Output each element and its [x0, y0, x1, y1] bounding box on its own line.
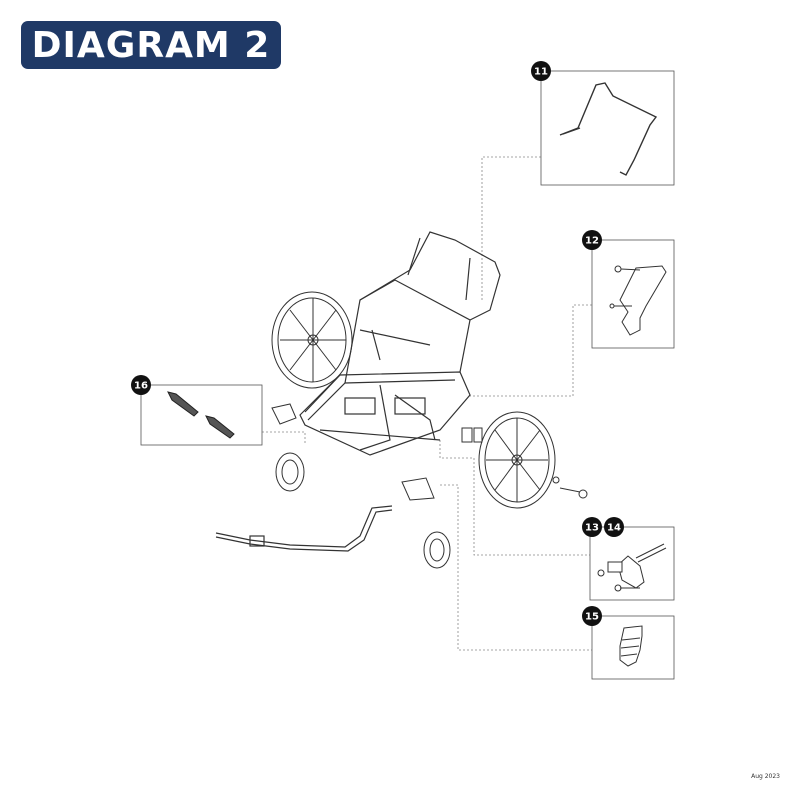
- callout-13: 13: [582, 517, 602, 537]
- revision-date: Aug 2023: [751, 773, 780, 780]
- leader-16: [262, 431, 306, 445]
- axle-hardware: [461, 427, 588, 499]
- part-13-14-hitch: [597, 543, 667, 592]
- leader-15: [440, 484, 592, 651]
- callout-12: 12: [582, 230, 602, 250]
- leader-13: [439, 440, 590, 556]
- front-wheel-left: [271, 403, 305, 492]
- svg-text:15: 15: [585, 612, 599, 623]
- leader-lines: [262, 156, 592, 651]
- part-11-wire: [559, 82, 658, 176]
- svg-text:14: 14: [607, 523, 621, 534]
- part-12-bracket: [609, 265, 667, 336]
- callout-14: 14: [604, 517, 624, 537]
- callout-16: 16: [131, 375, 151, 395]
- box-11: [540, 70, 675, 186]
- part-16-reflectors: [167, 391, 235, 439]
- callout-boxes: [140, 70, 675, 680]
- part-15-grip: [619, 625, 643, 667]
- box-16: [140, 384, 263, 446]
- leader-12: [470, 304, 592, 397]
- rear-wheel-left: [271, 291, 353, 389]
- rear-wheel-right: [478, 411, 556, 509]
- tow-arm: [215, 505, 393, 552]
- svg-text:13: 13: [585, 523, 599, 534]
- callout-markers: 11 12 13 14 15 16: [131, 61, 624, 626]
- front-wheel-right: [401, 477, 451, 569]
- callout-11: 11: [531, 61, 551, 81]
- callout-15: 15: [582, 606, 602, 626]
- svg-text:16: 16: [134, 381, 148, 392]
- svg-text:11: 11: [534, 67, 548, 78]
- diagram-title: DIAGRAM 2: [21, 21, 281, 69]
- trailer-frame: [299, 231, 501, 456]
- svg-text:12: 12: [585, 236, 599, 247]
- leader-11: [481, 156, 541, 300]
